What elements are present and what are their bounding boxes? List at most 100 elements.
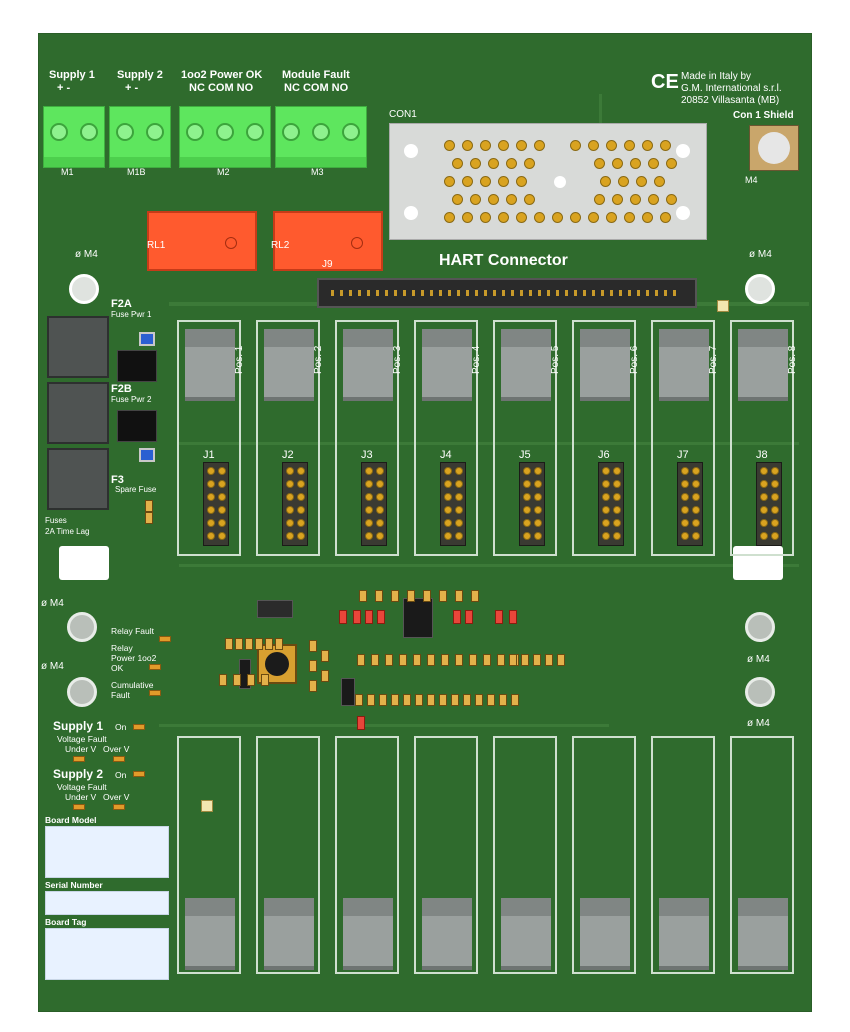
- pin-header[interactable]: [440, 462, 466, 546]
- resistor: [321, 650, 329, 662]
- header-ref: J4: [440, 449, 452, 461]
- fuse-f2a[interactable]: [47, 316, 109, 378]
- module-slot-lower-7[interactable]: [651, 736, 715, 974]
- hart-connector-title: HART Connector: [439, 252, 568, 269]
- relay-power-label-1: Relay: [111, 643, 133, 653]
- header-pin: [455, 519, 463, 527]
- serial-number-field[interactable]: [45, 891, 169, 915]
- screw-terminal[interactable]: [342, 123, 360, 141]
- connector-pin: [570, 212, 581, 223]
- pin-header[interactable]: [203, 462, 229, 546]
- connector-pin: [666, 194, 677, 205]
- resistor: [399, 654, 407, 666]
- connector-pin: [630, 158, 641, 169]
- connector-pin: [594, 194, 605, 205]
- board-tag-field[interactable]: [45, 928, 169, 980]
- header-pin: [444, 480, 452, 488]
- resistor: [339, 610, 347, 624]
- header-ref: J7: [677, 449, 689, 461]
- module-relay: [343, 329, 393, 401]
- cumulative-fault-led: [149, 690, 161, 696]
- trace: [179, 442, 799, 445]
- header-pin: [760, 480, 768, 488]
- module-slot-pos-6[interactable]: [572, 320, 636, 556]
- resistor: [427, 654, 435, 666]
- screw-terminal[interactable]: [116, 123, 134, 141]
- screw-terminal[interactable]: [80, 123, 98, 141]
- con1-shield-terminal[interactable]: [749, 125, 799, 171]
- pin-header[interactable]: [519, 462, 545, 546]
- header-pin: [760, 532, 768, 540]
- connector-pin: [648, 158, 659, 169]
- module-slot-lower-3[interactable]: [335, 736, 399, 974]
- hart-connector[interactable]: [317, 278, 697, 308]
- header-pin: [444, 532, 452, 540]
- module-slot-pos-4[interactable]: [414, 320, 478, 556]
- connector-pin: [480, 176, 491, 187]
- screw-terminal[interactable]: [186, 123, 204, 141]
- resistor: [225, 638, 233, 650]
- module-slot-lower-1[interactable]: [177, 736, 241, 974]
- resistor: [353, 610, 361, 624]
- connector-pin: [444, 176, 455, 187]
- screw-terminal[interactable]: [246, 123, 264, 141]
- screw-terminal[interactable]: [50, 123, 68, 141]
- supply1-terminal-block[interactable]: [43, 106, 105, 168]
- module-slot-lower-8[interactable]: [730, 736, 794, 974]
- module-slot-lower-6[interactable]: [572, 736, 636, 974]
- connector-pin: [462, 140, 473, 151]
- header-pin: [444, 519, 452, 527]
- fuse-f2b-ref: F2B: [111, 383, 132, 395]
- con1-connector[interactable]: [389, 123, 707, 240]
- mounting-hole-label: ø M4: [747, 718, 770, 729]
- fuse-f2b[interactable]: [47, 382, 109, 444]
- header-pin: [207, 532, 215, 540]
- module-slot-pos-8[interactable]: [730, 320, 794, 556]
- con1-shield-ref: M4: [745, 175, 758, 185]
- module-slot-pos-1[interactable]: [177, 320, 241, 556]
- connector-pin: [654, 176, 665, 187]
- header-pin: [771, 532, 779, 540]
- connector-pin: [524, 194, 535, 205]
- pin-header[interactable]: [361, 462, 387, 546]
- header-pin: [376, 467, 384, 475]
- mounting-hole-label: ø M4: [749, 249, 772, 260]
- module-slot-pos-5[interactable]: [493, 320, 557, 556]
- mounting-hole-label: ø M4: [41, 598, 64, 609]
- supply2-terminal-block[interactable]: [109, 106, 171, 168]
- pin-header[interactable]: [282, 462, 308, 546]
- power-ok-ref: M2: [217, 167, 230, 177]
- capacitor: [139, 448, 155, 462]
- module-slot-pos-2[interactable]: [256, 320, 320, 556]
- board-model-field[interactable]: [45, 826, 169, 878]
- connector-pin: [498, 176, 509, 187]
- relay-fault-led: [159, 636, 171, 642]
- pin-header[interactable]: [677, 462, 703, 546]
- screw-terminal[interactable]: [312, 123, 330, 141]
- module-relay: [343, 898, 393, 970]
- pin-header[interactable]: [756, 462, 782, 546]
- pin-header[interactable]: [598, 462, 624, 546]
- screw-terminal[interactable]: [282, 123, 300, 141]
- module-fault-terminal-block[interactable]: [275, 106, 367, 168]
- connector-pin: [498, 212, 509, 223]
- module-slot-pos-3[interactable]: [335, 320, 399, 556]
- connector-pin: [624, 140, 635, 151]
- header-pin: [523, 467, 531, 475]
- resistor: [497, 654, 505, 666]
- header-pin: [681, 480, 689, 488]
- screw-terminal[interactable]: [216, 123, 234, 141]
- header-pin: [613, 480, 621, 488]
- fuse-f3[interactable]: [47, 448, 109, 510]
- connector-pin: [630, 194, 641, 205]
- power-ok-terminal-block[interactable]: [179, 106, 271, 168]
- module-slot-pos-7[interactable]: [651, 320, 715, 556]
- module-slot-lower-4[interactable]: [414, 736, 478, 974]
- header-pin: [771, 493, 779, 501]
- module-slot-lower-2[interactable]: [256, 736, 320, 974]
- header-pin: [523, 493, 531, 501]
- module-slot-lower-5[interactable]: [493, 736, 557, 974]
- screw-terminal[interactable]: [146, 123, 164, 141]
- position-label: Pos. 8: [787, 345, 798, 374]
- fiducial-mark: [717, 300, 729, 312]
